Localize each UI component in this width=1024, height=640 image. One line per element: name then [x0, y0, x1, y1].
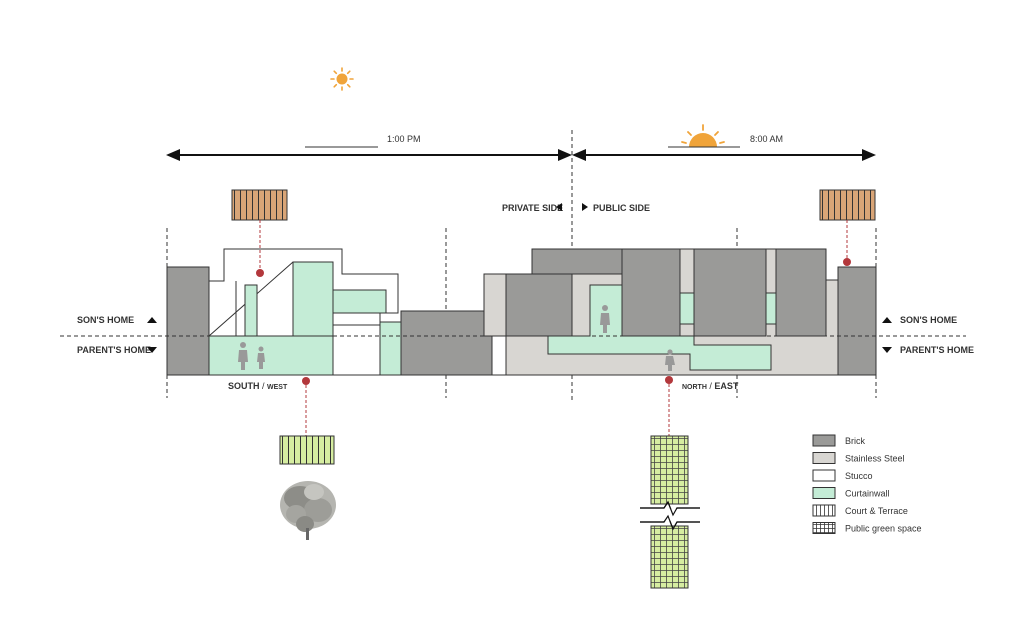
legend-swatch: [812, 469, 836, 482]
sun-icon: [330, 67, 354, 91]
people-icon: [238, 342, 265, 370]
sunrise-icon: [681, 124, 725, 147]
sons-home-label-left: SON'S HOME: [77, 315, 134, 325]
court-terrace-swatch: [231, 189, 288, 221]
legend-swatch: [812, 452, 836, 464]
legend-label: Public green space: [845, 524, 922, 534]
legend-label: Court & Terrace: [845, 506, 908, 516]
marker-dot: [843, 258, 851, 266]
tree-icon: [280, 481, 336, 540]
marker-dot: [256, 269, 264, 277]
legend-swatch: [812, 504, 836, 517]
legend-swatch: [812, 522, 836, 534]
people-icon: [600, 305, 675, 371]
court-terrace-swatch: [819, 189, 876, 221]
public-green-strip: [650, 435, 689, 505]
legend-label: Curtainwall: [845, 489, 890, 499]
afternoon-label: 1:00 PM: [387, 134, 421, 144]
break-line: [640, 500, 700, 531]
building-public: [483, 248, 877, 376]
arrow-up-icon: [882, 317, 892, 323]
building-private: [166, 248, 493, 376]
legend-swatch: [812, 434, 836, 447]
terrace-green-swatch: [279, 435, 335, 465]
north-east-label: NORTH / EAST: [682, 381, 739, 391]
public-side-label: PUBLIC SIDE: [593, 203, 650, 213]
arrow-down-icon: [147, 347, 157, 353]
arrow-left-icon: [556, 203, 562, 211]
arrow-right-icon: [582, 203, 588, 211]
marker-dot: [665, 376, 673, 384]
timeline-arrow: [166, 149, 876, 161]
public-green-strip: [650, 525, 689, 589]
sons-home-label-right: SON'S HOME: [900, 315, 957, 325]
morning-label: 8:00 AM: [750, 134, 783, 144]
arrow-up-icon: [147, 317, 157, 323]
arrow-down-icon: [882, 347, 892, 353]
parents-home-label-left: PARENT'S HOME: [77, 345, 151, 355]
legend-label: Stainless Steel: [845, 454, 905, 464]
private-side-label: PRIVATE SIDE: [502, 203, 563, 213]
legend-swatch: [812, 487, 836, 499]
legend-label: Brick: [845, 436, 865, 446]
parents-home-label-right: PARENT'S HOME: [900, 345, 974, 355]
legend-label: Stucco: [845, 471, 873, 481]
marker-dot: [302, 377, 310, 385]
south-west-label: SOUTH / WEST: [228, 381, 288, 391]
